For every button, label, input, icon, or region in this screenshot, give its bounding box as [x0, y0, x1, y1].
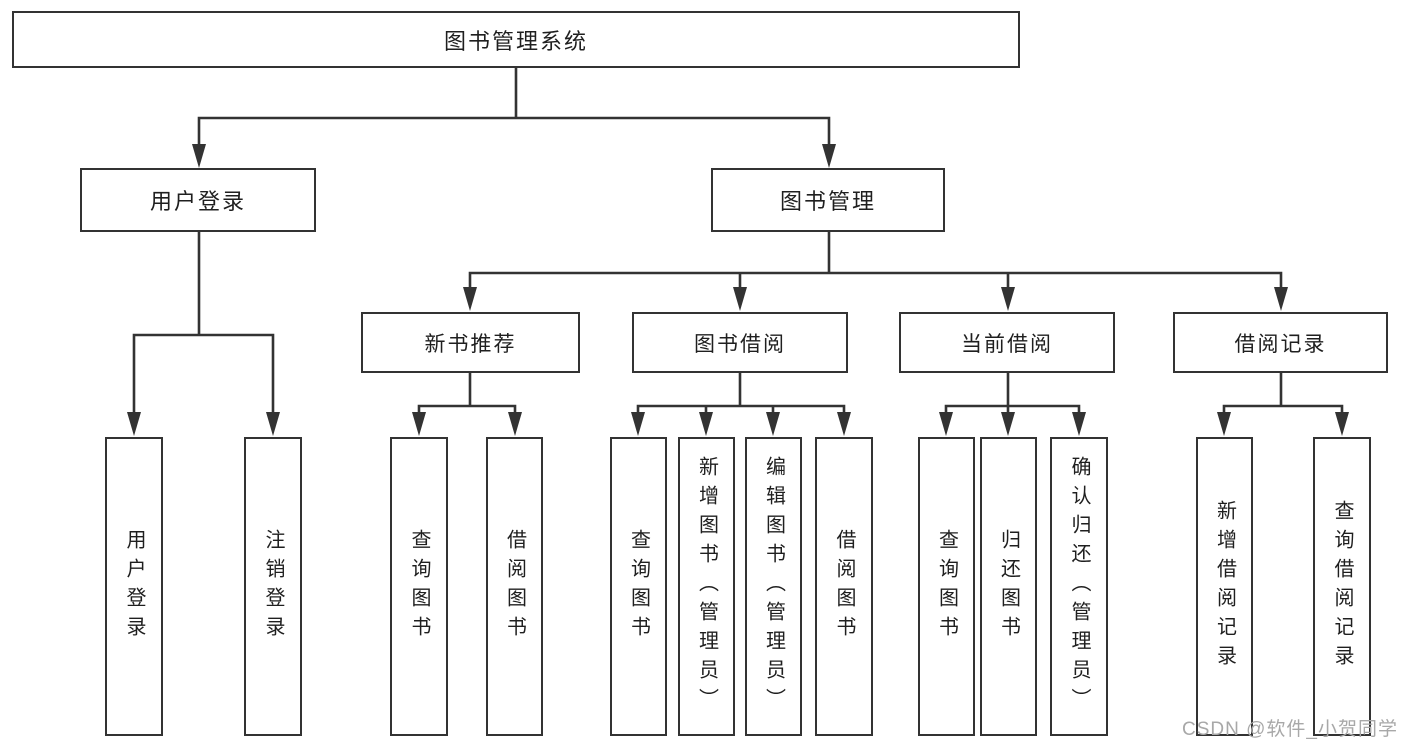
- node-label: 新增图书（管理员）: [695, 456, 718, 717]
- node-label: 确认归还（管理员）: [1068, 456, 1090, 717]
- leaf-query-borrow-record: 查询借阅记录: [1313, 437, 1371, 736]
- arrowhead-down-icon: [1001, 412, 1015, 436]
- arrowhead-down-icon: [1072, 412, 1086, 436]
- node-label: 图书借阅: [694, 332, 786, 356]
- arrowhead-down-icon: [631, 412, 645, 436]
- node-label: 借阅记录: [1234, 332, 1327, 356]
- arrowhead-down-icon: [1217, 412, 1231, 436]
- leaf-borrow-books-newbooks: 借阅图书: [486, 437, 543, 736]
- node-current-borrowing: 当前借阅: [899, 312, 1115, 373]
- node-book-borrowing: 图书借阅: [632, 312, 848, 373]
- arrowhead-down-icon: [837, 412, 851, 436]
- watermark: CSDN @软件_小贺同学: [1182, 719, 1398, 740]
- arrowhead-down-icon: [1001, 287, 1015, 311]
- node-label: 用户登录: [149, 189, 246, 214]
- node-label: 用户登录: [123, 528, 145, 645]
- node-label: 新书推荐: [424, 332, 517, 356]
- leaf-add-book-admin: 新增图书（管理员）: [678, 437, 735, 736]
- leaf-query-books-borrow: 查询图书: [610, 437, 667, 736]
- leaf-logout: 注销登录: [244, 437, 302, 736]
- arrowhead-down-icon: [766, 412, 780, 436]
- node-label: 图书管理: [779, 189, 876, 214]
- node-borrowing-records: 借阅记录: [1173, 312, 1388, 373]
- node-label: 借阅图书: [833, 528, 855, 645]
- arrowhead-down-icon: [1274, 287, 1288, 311]
- node-label: 归还图书: [997, 528, 1020, 645]
- arrowhead-down-icon: [508, 412, 522, 436]
- leaf-add-borrow-record: 新增借阅记录: [1196, 437, 1253, 736]
- node-label: 借阅图书: [503, 528, 526, 645]
- node-new-book-recommendation: 新书推荐: [361, 312, 580, 373]
- leaf-return-book: 归还图书: [980, 437, 1037, 736]
- arrowhead-down-icon: [412, 412, 426, 436]
- leaf-query-books-newbooks: 查询图书: [390, 437, 448, 736]
- node-label: 查询借阅记录: [1331, 499, 1353, 674]
- node-label: 查询图书: [935, 528, 958, 645]
- arrowhead-down-icon: [266, 412, 280, 436]
- node-label: 查询图书: [408, 528, 430, 645]
- leaf-query-books-current: 查询图书: [918, 437, 975, 736]
- arrowhead-down-icon: [699, 412, 713, 436]
- leaf-edit-book-admin: 编辑图书（管理员）: [745, 437, 802, 736]
- node-user-login: 用户登录: [80, 168, 316, 232]
- arrowhead-down-icon: [822, 144, 836, 168]
- node-label: 新增借阅记录: [1213, 499, 1236, 674]
- node-label: 注销登录: [262, 528, 284, 645]
- arrowhead-down-icon: [939, 412, 953, 436]
- arrowhead-down-icon: [463, 287, 477, 311]
- node-library-system-root: 图书管理系统: [12, 11, 1020, 68]
- arrowhead-down-icon: [1335, 412, 1349, 436]
- arrowhead-down-icon: [733, 287, 747, 311]
- node-label: 编辑图书（管理员）: [762, 456, 785, 717]
- node-label: 当前借阅: [961, 332, 1053, 356]
- arrowhead-down-icon: [192, 144, 206, 168]
- node-label: 图书管理系统: [443, 28, 588, 54]
- leaf-user-login: 用户登录: [105, 437, 163, 736]
- leaf-confirm-return-admin: 确认归还（管理员）: [1050, 437, 1108, 736]
- node-label: 查询图书: [627, 528, 650, 645]
- arrowhead-down-icon: [127, 412, 141, 436]
- node-book-management: 图书管理: [711, 168, 945, 232]
- leaf-borrow-books-borrow: 借阅图书: [815, 437, 873, 736]
